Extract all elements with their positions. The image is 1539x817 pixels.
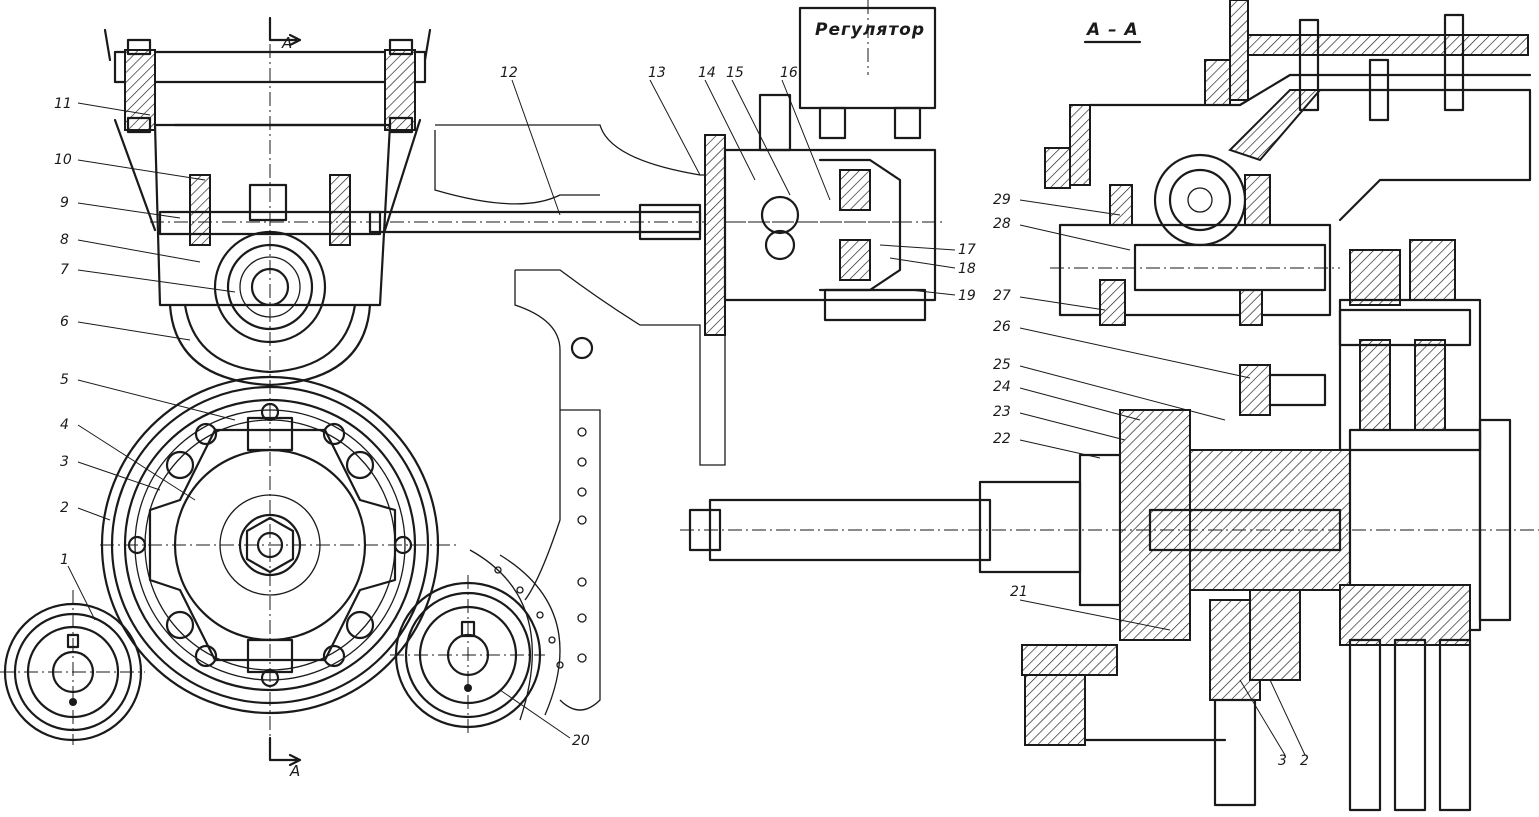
callout-16: 16 xyxy=(780,65,798,81)
callout-6: 6 xyxy=(60,314,69,330)
callout-24: 24 xyxy=(993,379,1011,395)
callout-8: 8 xyxy=(60,232,69,248)
callout-2: 2 xyxy=(60,500,69,516)
callout-20: 20 xyxy=(572,733,590,749)
section-mark-bottom: А xyxy=(289,762,300,780)
callout-26: 26 xyxy=(993,319,1011,335)
callout-27: 27 xyxy=(993,288,1011,304)
callout-18: 18 xyxy=(958,261,976,277)
callout-13: 13 xyxy=(648,65,666,81)
callout-1: 1 xyxy=(60,552,69,568)
callout-3: 3 xyxy=(60,454,69,470)
callout-21: 21 xyxy=(1010,584,1028,600)
callout-3b: 3 xyxy=(1278,753,1287,769)
callout-4: 4 xyxy=(60,417,69,433)
callout-22: 22 xyxy=(993,431,1011,447)
regulator-assembly: Регулятор xyxy=(704,0,945,336)
callouts: 11 10 9 8 7 6 5 4 3 2 1 20 12 13 14 15 1… xyxy=(54,65,1309,769)
callout-10: 10 xyxy=(54,152,72,168)
drive-shaft xyxy=(150,203,900,241)
callout-5: 5 xyxy=(60,372,69,388)
callout-23: 23 xyxy=(993,404,1011,420)
callout-28: 28 xyxy=(993,216,1011,232)
section-mark-top: А xyxy=(281,34,292,52)
regulator-label: Регулятор xyxy=(815,20,925,40)
callout-29: 29 xyxy=(993,192,1011,208)
bolt-circle xyxy=(127,402,413,688)
callout-15: 15 xyxy=(726,65,744,81)
callout-11: 11 xyxy=(54,96,72,112)
frame-bracket xyxy=(434,124,726,721)
callout-17: 17 xyxy=(958,242,976,258)
callout-9: 9 xyxy=(60,195,69,211)
callout-12: 12 xyxy=(500,65,518,81)
callout-19: 19 xyxy=(958,288,976,304)
left-view: А А xyxy=(0,16,545,780)
callout-14: 14 xyxy=(698,65,716,81)
callout-7: 7 xyxy=(60,262,69,278)
section-aa: А – А xyxy=(680,0,1539,812)
callout-25: 25 xyxy=(993,357,1011,373)
callout-2b: 2 xyxy=(1300,753,1309,769)
section-title: А – А xyxy=(1085,20,1139,40)
